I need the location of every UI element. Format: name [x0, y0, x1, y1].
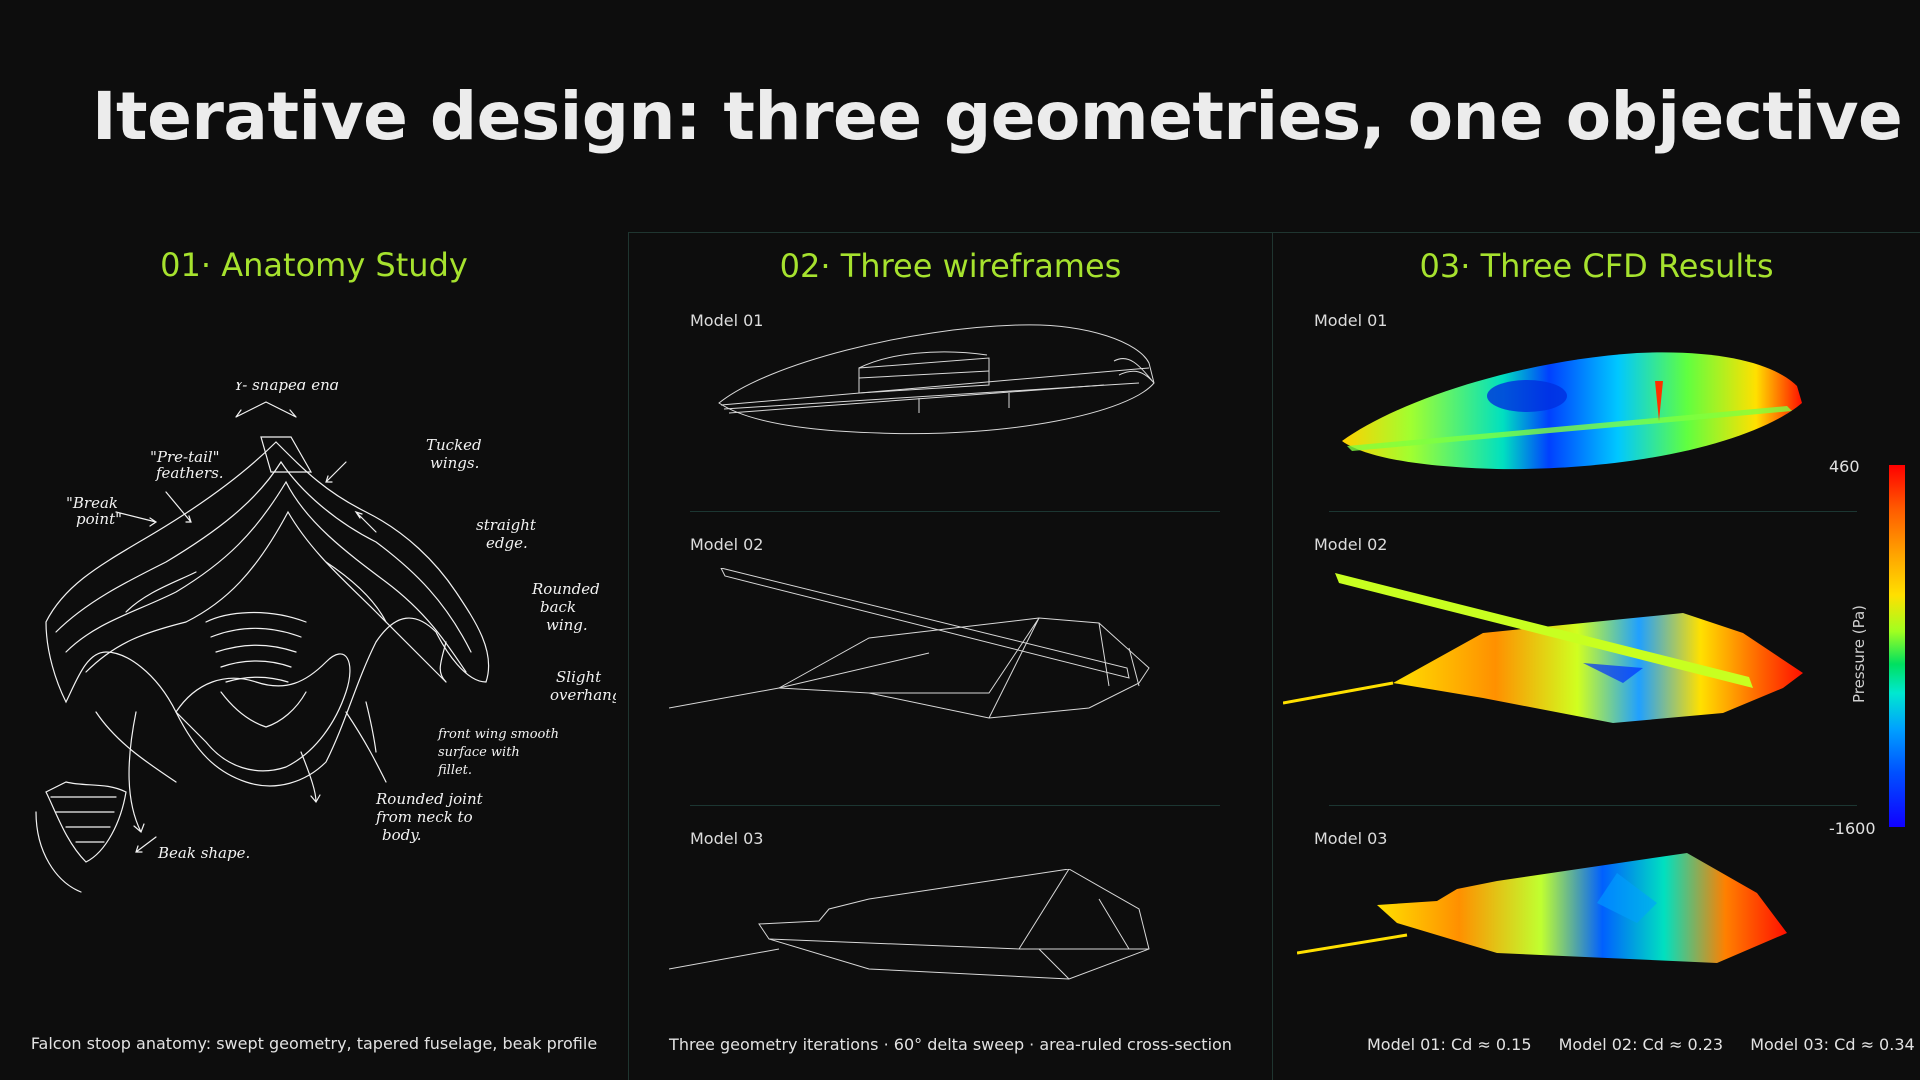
- cfd-model-01: [1342, 352, 1802, 470]
- anno-front-wing-1: front wing smooth: [437, 727, 559, 742]
- anatomy-caption: Falcon stoop anatomy: swept geometry, ta…: [30, 1034, 598, 1053]
- anno-joint-3: body.: [382, 826, 422, 844]
- cd-result-model-02: Model 02: Cd ≈ 0.23: [1558, 1035, 1724, 1054]
- cfd-model-label: Model 03: [1314, 829, 1388, 848]
- cfd-results-caption: Model 01: Cd ≈ 0.15 Model 02: Cd ≈ 0.23 …: [1367, 1035, 1920, 1054]
- cfd-separator: [1329, 511, 1857, 512]
- falcon-sketch: Y- shaped end "Pre-tail" feathers. Tucke…: [35, 382, 616, 893]
- wireframe-separator: [690, 511, 1220, 512]
- colorbar-min: -1600: [1829, 819, 1876, 838]
- cfd-model-label: Model 02: [1314, 535, 1388, 554]
- anno-rounded: Rounded: [531, 580, 600, 598]
- anno-overhang: overhang: [550, 686, 616, 704]
- anno-y-shaped: Y- shaped end: [234, 382, 339, 394]
- anatomy-panel: 01· Anatomy Study: [0, 232, 628, 1080]
- anno-slight: Slight: [556, 668, 602, 686]
- cfd-model-02: [1283, 573, 1803, 723]
- cfd-panel: 03· Three CFD Results: [1272, 232, 1920, 1080]
- anno-edge: edge.: [486, 534, 528, 552]
- cd-result-model-01: Model 01: Cd ≈ 0.15: [1367, 1035, 1532, 1054]
- wireframes-caption: Three geometry iterations · 60° delta sw…: [669, 1035, 1232, 1054]
- anno-beak: Beak shape.: [157, 844, 250, 862]
- wireframes-title: 02· Three wireframes: [779, 247, 1122, 285]
- anno-joint-1: Rounded joint: [375, 790, 484, 808]
- wireframes-panel: 02· Three wireframes Model 01 Model 02 M…: [628, 232, 1272, 1080]
- anno-straight: straight: [476, 516, 537, 534]
- anno-joint-2: from neck to: [375, 808, 473, 826]
- wireframe-model-01: [718, 324, 1155, 435]
- anno-break: "Break: [66, 494, 118, 512]
- cfd-model-03: [1297, 853, 1787, 963]
- anno-wing: wing.: [546, 616, 588, 634]
- cfd-model-label: Model 01: [1314, 311, 1388, 330]
- anatomy-title: 01· Anatomy Study: [160, 246, 468, 284]
- anno-pre-tail: "Pre-tail": [150, 448, 220, 466]
- colorbar-label: Pressure (Pa): [1850, 604, 1868, 704]
- anno-front-wing-3: fillet.: [437, 763, 472, 778]
- anno-wings: wings.: [430, 454, 479, 472]
- colorbar-max: 460: [1829, 457, 1860, 476]
- cfd-title: 03· Three CFD Results: [1419, 247, 1774, 285]
- slide-title: Iterative design: three geometries, one …: [92, 78, 1903, 155]
- wireframe-model-label: Model 01: [690, 311, 764, 330]
- wireframe-model-label: Model 03: [690, 829, 764, 848]
- anno-feathers: feathers.: [155, 464, 224, 482]
- cd-result-model-03: Model 03: Cd ≈ 0.34: [1750, 1035, 1915, 1054]
- cfd-separator: [1329, 805, 1857, 806]
- wireframe-model-02: [669, 568, 1150, 719]
- wireframe-separator: [690, 805, 1220, 806]
- wireframe-model-03: [669, 869, 1150, 980]
- anno-point: point": [76, 510, 122, 528]
- wireframe-model-label: Model 02: [690, 535, 764, 554]
- pressure-colorbar: [1889, 465, 1905, 827]
- anno-back: back: [540, 598, 576, 616]
- anno-front-wing-2: surface with: [438, 745, 520, 760]
- anno-tucked: Tucked: [426, 436, 482, 454]
